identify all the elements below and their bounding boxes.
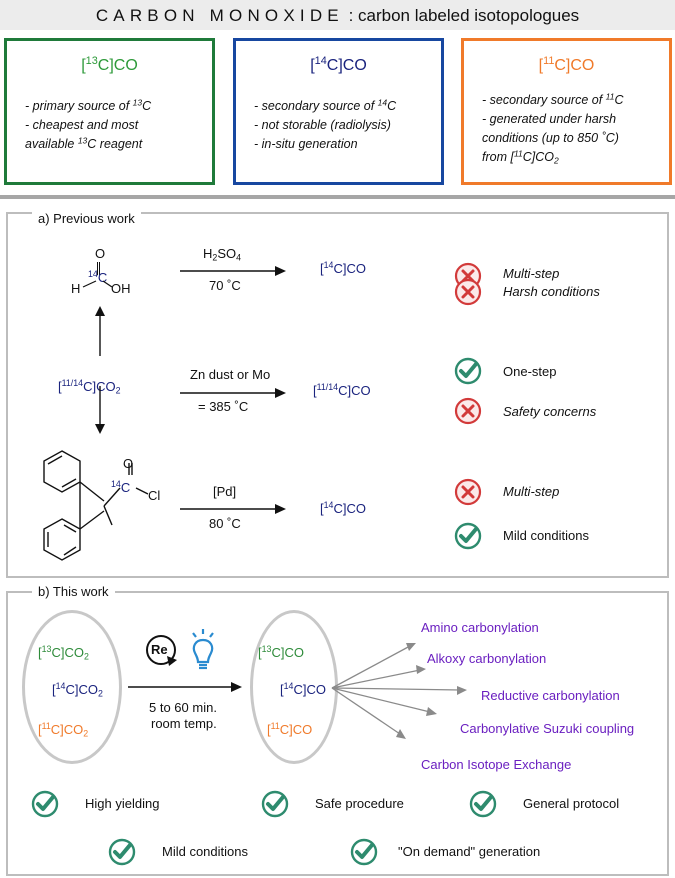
this-work-label: b) This work (32, 584, 115, 600)
isotope-title: [14C]CO (310, 55, 367, 74)
note-harsh-conditions: Harsh conditions (503, 284, 600, 299)
product-14co: [14C]CO (320, 260, 366, 276)
product-11-14co: [11/14C]CO (313, 382, 371, 398)
cycle-arrow-icon (167, 656, 177, 666)
reactant-14co2: [14C]CO2 (52, 681, 103, 699)
cross-icon (454, 478, 482, 506)
check-icon (31, 790, 59, 818)
acyl-carbon: 14C (111, 479, 131, 495)
formic-carbonyl-bond (97, 262, 100, 275)
note-one-step: One-step (503, 364, 557, 379)
acyl-chlorine: Cl (148, 488, 161, 503)
light-bulb-icon (192, 629, 214, 670)
isotope-box-11c: [11C]CO - secondary source of 11C - gene… (461, 38, 672, 185)
this-work-panel (6, 591, 669, 876)
product-11co: [11C]CO (267, 721, 313, 737)
isotope-notes: - primary source of 13C - cheapest and m… (25, 97, 152, 151)
reactant-ellipse (22, 610, 122, 764)
application-suzuki: Carbonylative Suzuki coupling (460, 721, 635, 736)
reaction-arrows (180, 266, 286, 514)
previous-work-panel (6, 212, 669, 578)
check-icon (261, 790, 289, 818)
check-icon (454, 522, 482, 550)
isotope-notes: - secondary source of 14C - not storable… (254, 97, 397, 151)
check-icon (108, 838, 136, 866)
title-bar (0, 0, 675, 30)
check-icon (469, 790, 497, 818)
isotope-box-14c: [14C]CO - secondary source of 14C - not … (233, 38, 444, 185)
formic-hydroxyl: OH (111, 281, 131, 296)
application-amino: Amino carbonylation (421, 620, 539, 635)
condition-385c: = 385 ˚C (198, 399, 249, 414)
check-icon (454, 357, 482, 385)
note-safety-concerns: Safety concerns (503, 404, 597, 419)
main-reaction-arrow (128, 682, 242, 692)
feature-safe-procedure: Safe procedure (315, 796, 404, 811)
note-multi-step: Multi-step (503, 484, 560, 499)
rhenium-catalyst (146, 635, 176, 665)
formic-hydrogen: H (71, 281, 81, 296)
isotope-title: [11C]CO (538, 55, 595, 74)
application-isotope-exchange: Carbon Isotope Exchange (421, 757, 572, 772)
check-icon (350, 838, 378, 866)
formic-carbon: 14C (88, 269, 108, 285)
feature-mild-conditions: Mild conditions (162, 844, 248, 859)
feature-on-demand: "On demand" generation (398, 844, 541, 859)
feature-general-protocol: General protocol (523, 796, 620, 811)
acyl-oxygen: O (123, 456, 134, 471)
formic-bonds (82, 280, 113, 288)
note-multi-step: Multi-step (503, 266, 560, 281)
isotope-notes: - secondary source of 11C - generated un… (482, 91, 624, 166)
product-13co: [13C]CO (258, 644, 304, 660)
condition-temperature: room temp. (151, 716, 217, 731)
formic-oxygen: O (95, 246, 106, 261)
cross-icon (454, 278, 482, 306)
application-alkoxy: Alkoxy carbonylation (427, 651, 547, 666)
product-14co: [14C]CO (320, 500, 366, 516)
reagent-h2so4: H2SO4 (203, 246, 242, 263)
previous-work-label: a) Previous work (32, 211, 141, 227)
feature-high-yielding: High yielding (85, 796, 160, 811)
reactant-11co2: [11C]CO2 (38, 721, 89, 739)
condition-80c: 80 ˚C (209, 516, 241, 531)
vertical-arrows (95, 306, 105, 434)
note-mild-conditions: Mild conditions (503, 528, 589, 543)
isotope-title: [13C]CO (81, 55, 138, 74)
application-arrows (331, 643, 467, 739)
application-reductive: Reductive carbonylation (481, 688, 620, 703)
reagent-pd: [Pd] (213, 484, 237, 499)
catalyst-label: Re (151, 642, 168, 657)
isotope-box-13c: [13C]CO - primary source of 13C - cheape… (4, 38, 215, 185)
reagent-zn-mo: Zn dust or Mo (190, 367, 271, 382)
product-14co: [14C]CO (280, 681, 326, 697)
section-divider (0, 195, 675, 199)
cross-icon (454, 397, 482, 425)
condition-70c: 70 ˚C (209, 278, 241, 293)
page-title: CARBON MONOXIDE : carbon labeled isotopo… (95, 6, 580, 25)
reactant-13co2: [13C]CO2 (38, 644, 89, 662)
condition-time: 5 to 60 min. (149, 700, 217, 715)
fluorenyl-acyl-chloride (43, 450, 149, 561)
